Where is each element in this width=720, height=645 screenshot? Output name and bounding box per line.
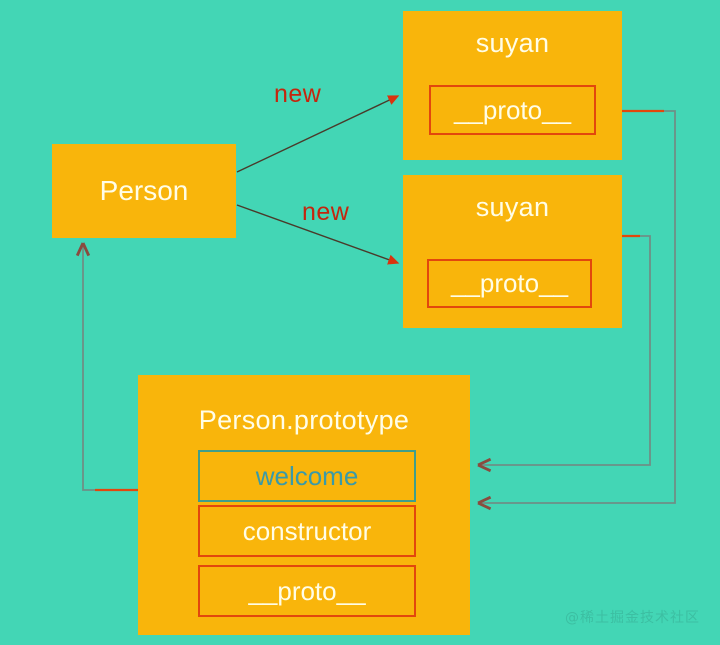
node-instance-one[interactable]: suyan __proto__ xyxy=(403,11,622,160)
node-person-prototype[interactable]: Person.prototype welcome constructor __p… xyxy=(138,375,470,635)
slot-proto-instance-two[interactable]: __proto__ xyxy=(427,259,592,308)
node-instance-two-title: suyan xyxy=(475,192,550,222)
node-person[interactable]: Person xyxy=(52,144,236,238)
node-instance-two[interactable]: suyan __proto__ xyxy=(403,175,622,328)
node-person-prototype-title: Person.prototype xyxy=(198,405,410,435)
slot-proto-instance-one[interactable]: __proto__ xyxy=(429,85,596,135)
edge-label-new-1: new xyxy=(274,80,322,108)
slot-welcome[interactable]: welcome xyxy=(198,450,416,502)
node-instance-one-title: suyan xyxy=(475,28,550,58)
slot-proto-prototype[interactable]: __proto__ xyxy=(198,565,416,617)
node-person-label: Person xyxy=(99,175,189,206)
watermark: @稀土掘金技术社区 xyxy=(565,610,700,626)
slot-constructor[interactable]: constructor xyxy=(198,505,416,557)
edge-label-new-2: new xyxy=(302,198,350,226)
